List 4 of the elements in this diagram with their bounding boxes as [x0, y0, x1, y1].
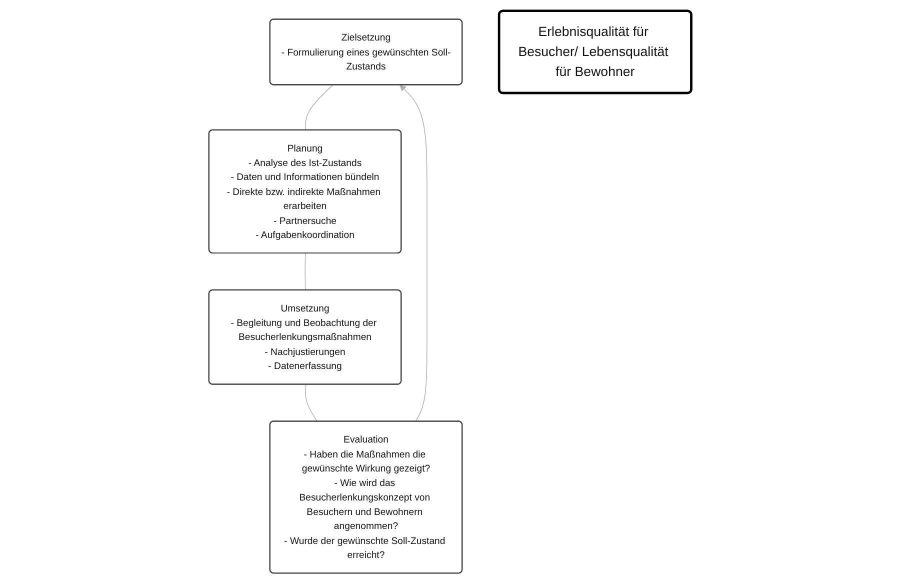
connector	[304, 253, 306, 291]
connector	[304, 84, 334, 131]
connector	[304, 384, 318, 422]
arrow	[400, 84, 428, 422]
